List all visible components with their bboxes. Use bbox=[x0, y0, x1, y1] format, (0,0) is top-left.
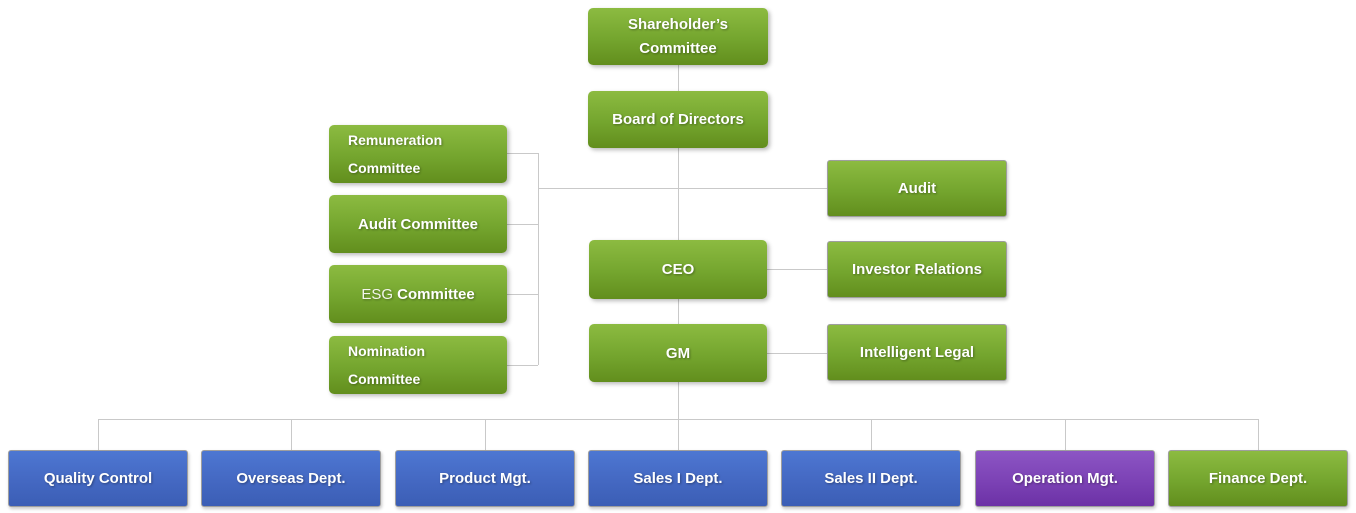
node-audit: Audit bbox=[827, 160, 1007, 217]
node-shareholders-committee: Shareholder’s Committee bbox=[588, 8, 768, 65]
node-esg-committee: ESG Committee bbox=[329, 265, 507, 323]
node-label-bold: Committee bbox=[397, 285, 475, 303]
node-label: GM bbox=[665, 344, 691, 362]
connector-ceo-gm bbox=[678, 299, 679, 324]
connector-board-ceo bbox=[678, 148, 679, 240]
node-label: Shareholder’s bbox=[627, 15, 729, 33]
connector-board-audit bbox=[538, 188, 827, 189]
connector-stub-audit-committee bbox=[507, 224, 538, 225]
connector-drop-sales2 bbox=[871, 419, 872, 450]
node-board-of-directors: Board of Directors bbox=[588, 91, 768, 148]
node-audit-committee: Audit Committee bbox=[329, 195, 507, 253]
node-label: Sales II Dept. bbox=[824, 470, 918, 487]
node-product-mgt: Product Mgt. bbox=[395, 450, 575, 507]
connector-stub-nomination bbox=[507, 365, 538, 366]
node-remuneration-committee: Remuneration Committee bbox=[329, 125, 507, 183]
connector-gm-departments bbox=[678, 382, 679, 419]
node-label: Investor Relations bbox=[851, 261, 983, 278]
node-label: Board of Directors bbox=[612, 111, 744, 128]
node-label: ESG Committee bbox=[361, 284, 474, 305]
node-label: Finance Dept. bbox=[1208, 470, 1308, 487]
connector-committees-spine bbox=[538, 153, 539, 365]
connector-shareholders-board bbox=[678, 64, 679, 91]
connector-drop-operation bbox=[1065, 419, 1066, 450]
node-label: Sales I Dept. bbox=[633, 470, 723, 487]
connector-ceo-investor bbox=[767, 269, 827, 270]
node-finance-dept: Finance Dept. bbox=[1168, 450, 1348, 507]
connector-stub-remuneration bbox=[507, 153, 538, 154]
node-nomination-committee: Nomination Committee bbox=[329, 336, 507, 394]
connector-drop-overseas bbox=[291, 419, 292, 450]
connector-drop-quality-control bbox=[98, 419, 99, 450]
node-label: Intelligent Legal bbox=[859, 344, 975, 361]
node-label: Remuneration bbox=[348, 132, 443, 148]
node-ceo: CEO bbox=[589, 240, 767, 299]
node-label: CEO bbox=[661, 261, 695, 278]
connector-drop-product bbox=[485, 419, 486, 450]
node-label: Quality Control bbox=[43, 470, 153, 487]
node-label: Product Mgt. bbox=[439, 470, 531, 487]
node-sales-1-dept: Sales I Dept. bbox=[588, 450, 768, 507]
connector-drop-finance bbox=[1258, 419, 1259, 450]
node-label: Overseas Dept. bbox=[236, 470, 346, 487]
node-operation-mgt: Operation Mgt. bbox=[975, 450, 1155, 507]
node-label: Nomination bbox=[348, 343, 425, 359]
node-label: Audit Committee bbox=[358, 215, 478, 233]
node-investor-relations: Investor Relations bbox=[827, 241, 1007, 298]
node-label: Committee bbox=[639, 39, 717, 57]
node-label: Committee bbox=[348, 371, 421, 387]
node-quality-control: Quality Control bbox=[8, 450, 188, 507]
node-gm: GM bbox=[589, 324, 767, 382]
connector-stub-esg bbox=[507, 294, 538, 295]
connector-drop-sales1 bbox=[678, 419, 679, 450]
connector-gm-legal bbox=[767, 353, 827, 354]
node-intelligent-legal: Intelligent Legal bbox=[827, 324, 1007, 381]
node-sales-2-dept: Sales II Dept. bbox=[781, 450, 961, 507]
node-label: Audit bbox=[897, 180, 937, 197]
node-label: Operation Mgt. bbox=[1012, 470, 1118, 487]
node-label-light: ESG bbox=[361, 285, 393, 303]
node-label: Committee bbox=[348, 160, 421, 176]
node-overseas-dept: Overseas Dept. bbox=[201, 450, 381, 507]
